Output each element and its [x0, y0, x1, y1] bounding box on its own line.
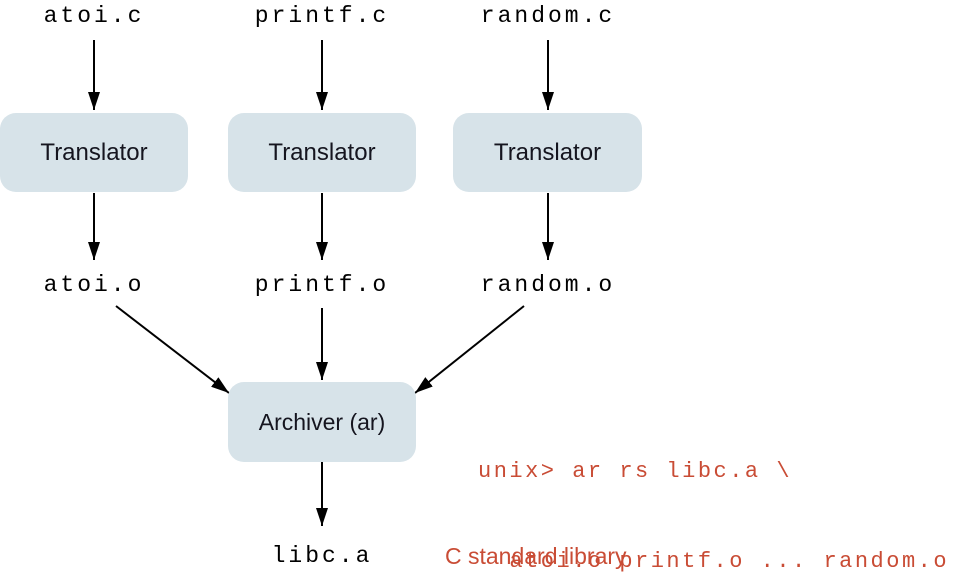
object-file-atoi-o: atoi.o [43, 272, 145, 298]
translator-box-1-label: Translator [40, 138, 148, 166]
output-caption: C standard library [445, 543, 627, 569]
source-file-printf-c: printf.c [254, 3, 390, 29]
shell-command-line-1: unix> ar rs libc.a \ [478, 459, 793, 484]
object-file-printf-o: printf.o [254, 272, 390, 298]
arrow-atoi-o-to-archiver [115, 305, 230, 394]
shell-command: unix> ar rs libc.a \ atoi.o printf.o ...… [478, 397, 949, 575]
object-file-random-o: random.o [480, 272, 616, 298]
arrow-random-o-to-archiver [414, 305, 525, 394]
source-file-random-c: random.c [480, 3, 616, 29]
archiver-box: Archiver (ar) [228, 382, 416, 462]
source-file-atoi-c: atoi.c [43, 3, 145, 29]
translator-box-3-label: Translator [493, 138, 602, 166]
translator-box-2: Translator [228, 113, 416, 192]
archiver-box-label: Archiver (ar) [258, 408, 386, 435]
translator-box-2-label: Translator [268, 138, 376, 166]
translator-box-3: Translator [453, 113, 642, 192]
translator-box-1: Translator [0, 113, 188, 192]
shell-command-line-2: atoi.o printf.o ... random.o [478, 549, 950, 574]
output-file-libc-a: libc.a [271, 543, 373, 569]
